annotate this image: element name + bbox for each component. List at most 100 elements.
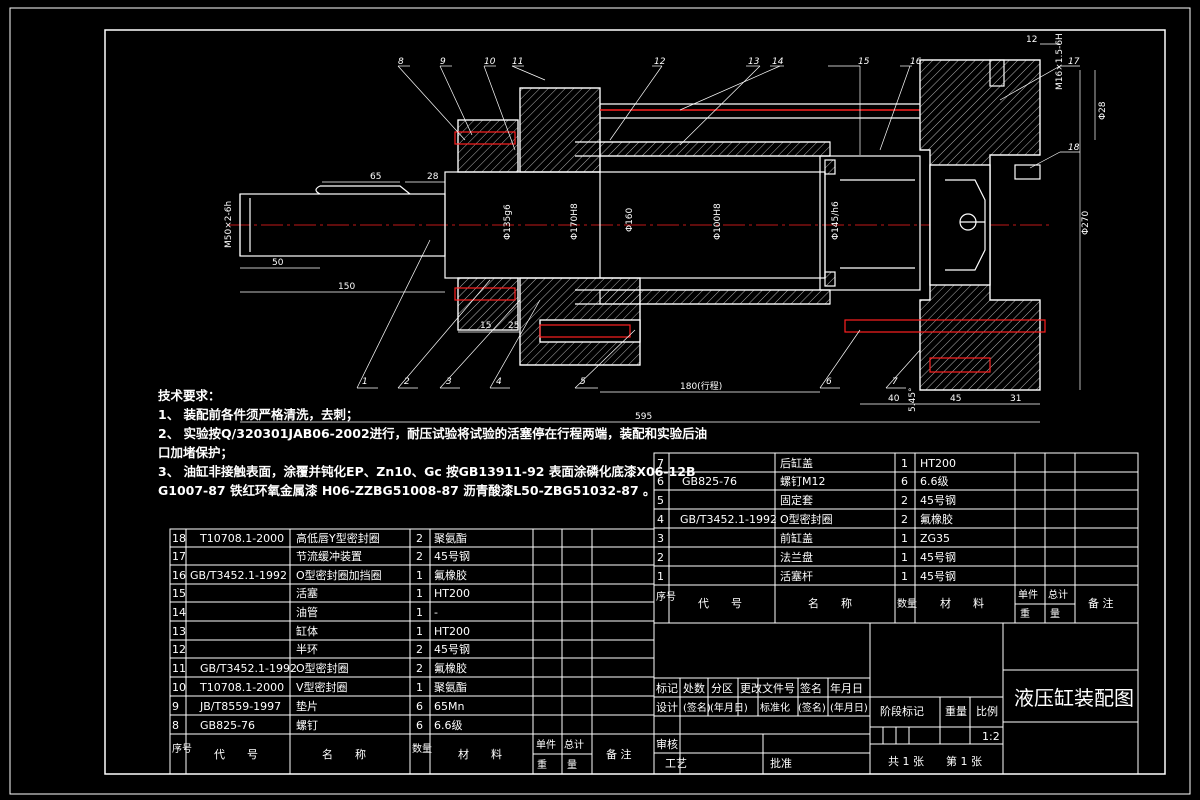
svg-text:O型密封圈: O型密封圈 xyxy=(296,661,349,675)
leader-3: 3 xyxy=(446,377,452,387)
svg-text:固定套: 固定套 xyxy=(780,493,813,507)
svg-text:15: 15 xyxy=(172,587,186,600)
sheet-info: 共 1 张 第 1 张 xyxy=(888,754,982,768)
svg-text:4: 4 xyxy=(657,513,664,526)
dim-25: 25 xyxy=(508,321,519,331)
rear-long-bolt xyxy=(844,319,1046,333)
svg-text:签名: 签名 xyxy=(800,681,822,695)
leader-16: 16 xyxy=(910,57,922,67)
svg-text:45号钢: 45号钢 xyxy=(434,643,470,656)
svg-text:3: 3 xyxy=(657,532,664,545)
svg-text:活塞杆: 活塞杆 xyxy=(780,569,813,583)
dim-dia-a: Φ135g6 xyxy=(503,204,513,240)
bom-left-total-header: 总计 xyxy=(564,738,584,751)
bom-left-seq-header: 序号 xyxy=(172,742,192,755)
svg-text:2: 2 xyxy=(901,513,908,526)
svg-text:ZG35: ZG35 xyxy=(920,532,950,545)
dim-150: 150 xyxy=(338,282,355,292)
svg-text:8: 8 xyxy=(172,719,179,732)
front-cover xyxy=(519,87,641,366)
svg-text:17: 17 xyxy=(172,550,186,563)
svg-text:HT200: HT200 xyxy=(434,625,470,638)
assembly-drawing xyxy=(228,59,1050,391)
front-flange xyxy=(457,119,519,331)
leader-13: 13 xyxy=(748,57,760,67)
dim-dia-f: Φ28 xyxy=(1098,101,1108,120)
front-screw-top xyxy=(454,131,516,145)
bom-left-weight-header: 重 量 xyxy=(537,758,577,771)
tech-req-line-2: 2、 实验按Q/320301JAB06-2002进行，耐压试验将试验的活塞停在行… xyxy=(158,426,708,441)
svg-text:氟橡胶: 氟橡胶 xyxy=(434,568,467,582)
svg-text:后缸盖: 后缸盖 xyxy=(780,456,813,470)
drawing-title: 液压缸装配图 xyxy=(1014,686,1134,710)
svg-text:1: 1 xyxy=(901,551,908,564)
stage-label: 阶段标记 xyxy=(880,704,924,718)
svg-text:HT200: HT200 xyxy=(434,587,470,600)
svg-text:1: 1 xyxy=(657,570,664,583)
weight-label: 重量 xyxy=(945,704,967,718)
dim-thread-rod: M50×2-6h xyxy=(224,201,234,248)
dim-stroke: 180(行程) xyxy=(680,380,722,392)
bom-left-code-header: 代 号 xyxy=(214,748,258,761)
scale-value: 1:2 xyxy=(982,730,1000,743)
svg-text:-: - xyxy=(434,606,438,619)
svg-text:1: 1 xyxy=(901,532,908,545)
svg-text:标记: 标记 xyxy=(656,681,678,695)
svg-text:6.6级: 6.6级 xyxy=(920,475,949,488)
svg-text:2: 2 xyxy=(416,532,423,545)
svg-text:7: 7 xyxy=(657,457,664,470)
svg-text:11: 11 xyxy=(172,662,186,675)
tech-req-line-4: 3、 油缸非接触表面，涂覆并钝化EP、Zn10、Gc 按GB13911-92 表… xyxy=(158,464,696,479)
leader-6: 6 xyxy=(826,377,832,387)
svg-text:45号钢: 45号钢 xyxy=(920,570,956,583)
bom-right-weight-header: 重 量 xyxy=(1020,607,1060,620)
leader-12: 12 xyxy=(654,57,666,67)
svg-text:JB/T8559-1997: JB/T8559-1997 xyxy=(199,700,281,713)
leader-9: 9 xyxy=(440,57,446,67)
bom-left-qty-header: 数量 xyxy=(412,742,432,755)
approve-label: 批准 xyxy=(770,756,792,770)
bom-left-table xyxy=(169,528,655,775)
svg-text:GB/T3452.1-1992: GB/T3452.1-1992 xyxy=(190,569,287,582)
leader-10: 10 xyxy=(484,57,496,67)
svg-text:O型密封圈加挡圈: O型密封圈加挡圈 xyxy=(296,568,382,582)
svg-text:高低唇Y型密封圈: 高低唇Y型密封圈 xyxy=(296,531,380,545)
rear-cover xyxy=(919,59,1041,391)
svg-text:6.6级: 6.6级 xyxy=(434,719,463,732)
svg-text:65Mn: 65Mn xyxy=(434,700,464,713)
technical-requirements: 技术要求： 1、 装配前各件须严格清洗，去刺； 2、 实验按Q/320301JA… xyxy=(158,386,708,500)
svg-text:1: 1 xyxy=(416,569,423,582)
dim-45: 45 xyxy=(950,394,961,404)
bom-left-name-header: 名 称 xyxy=(322,747,366,761)
svg-text:1: 1 xyxy=(416,681,423,694)
svg-text:缸体: 缸体 xyxy=(296,624,318,638)
svg-text:2: 2 xyxy=(416,643,423,656)
svg-text:油管: 油管 xyxy=(296,605,318,619)
svg-text:6: 6 xyxy=(416,700,423,713)
dim-dia-g: Φ270 xyxy=(1081,210,1091,235)
svg-text:年月日: 年月日 xyxy=(830,681,863,695)
part-leaders xyxy=(356,65,1080,389)
leader-11: 11 xyxy=(512,57,523,67)
svg-text:1: 1 xyxy=(416,625,423,638)
svg-text:氟橡胶: 氟橡胶 xyxy=(920,512,953,526)
bom-left-unit-header: 单件 xyxy=(536,739,556,751)
svg-text:O型密封圈: O型密封圈 xyxy=(780,512,833,526)
bom-right-material-header: 材 料 xyxy=(940,596,984,610)
svg-text:GB825-76: GB825-76 xyxy=(200,719,255,732)
svg-text:(年月日): (年月日) xyxy=(710,701,748,714)
dim-65: 65 xyxy=(370,172,381,182)
svg-text:1: 1 xyxy=(901,457,908,470)
svg-text:16: 16 xyxy=(172,569,186,582)
svg-text:13: 13 xyxy=(172,625,186,638)
bom-left-material-header: 材 料 xyxy=(458,747,502,761)
svg-text:节流缓冲装置: 节流缓冲装置 xyxy=(296,549,362,563)
tech-req-line-5: G1007-87 铁红环氧金属漆 H06-ZZBG51008-87 沥青酸漆L5… xyxy=(158,483,656,498)
bom-right-name-header: 名 称 xyxy=(808,596,852,610)
leader-14: 14 xyxy=(772,57,784,67)
leader-18: 18 xyxy=(1068,143,1080,153)
svg-text:2: 2 xyxy=(901,494,908,507)
rear-screw-bottom xyxy=(929,357,991,373)
svg-text:18: 18 xyxy=(172,532,186,545)
